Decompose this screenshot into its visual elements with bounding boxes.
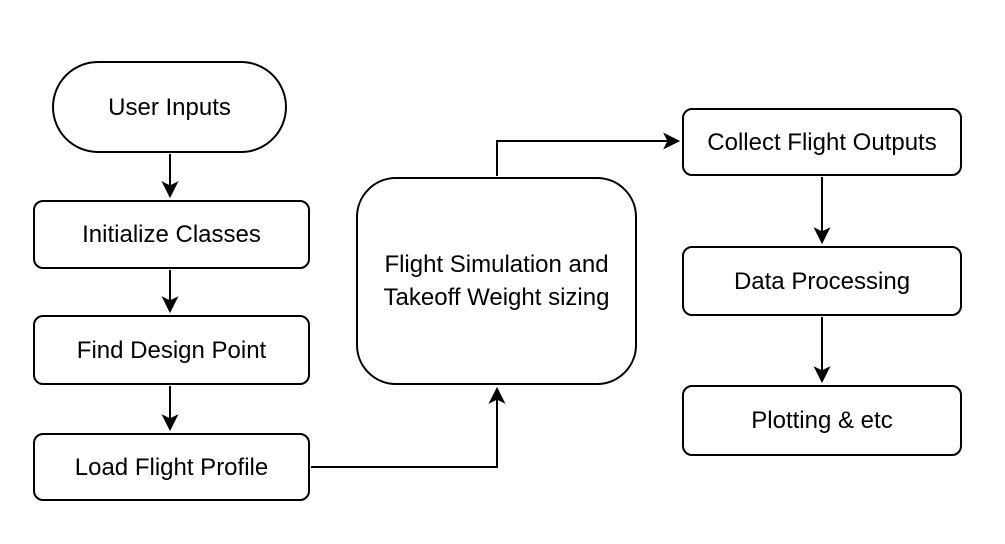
node-data-processing: Data Processing — [682, 246, 962, 316]
node-load-flight-profile-label: Load Flight Profile — [74, 453, 269, 481]
node-load-flight-profile: Load Flight Profile — [33, 433, 310, 501]
node-find-design-point-label: Find Design Point — [76, 336, 267, 364]
node-data-processing-label: Data Processing — [733, 267, 911, 295]
edge-load-flight-profile-to-flight-simulation — [311, 386, 506, 468]
node-plotting-etc: Plotting & etc — [682, 385, 962, 456]
node-initialize-classes: Initialize Classes — [33, 200, 310, 269]
node-user-inputs: User Inputs — [52, 61, 287, 153]
node-initialize-classes-label: Initialize Classes — [82, 221, 261, 248]
node-find-design-point: Find Design Point — [33, 315, 310, 385]
node-collect-flight-outputs: Collect Flight Outputs — [682, 108, 962, 176]
node-flight-simulation-label: Flight Simulation and Takeoff Weight siz… — [383, 251, 610, 311]
node-plotting-etc-label: Plotting & etc — [751, 407, 893, 434]
node-collect-flight-outputs-label: Collect Flight Outputs — [707, 128, 937, 156]
node-flight-simulation: Flight Simulation and Takeoff Weight siz… — [356, 177, 637, 385]
node-user-inputs-label: User Inputs — [108, 93, 231, 121]
edge-flight-simulation-to-collect-flight-outputs — [496, 132, 681, 176]
